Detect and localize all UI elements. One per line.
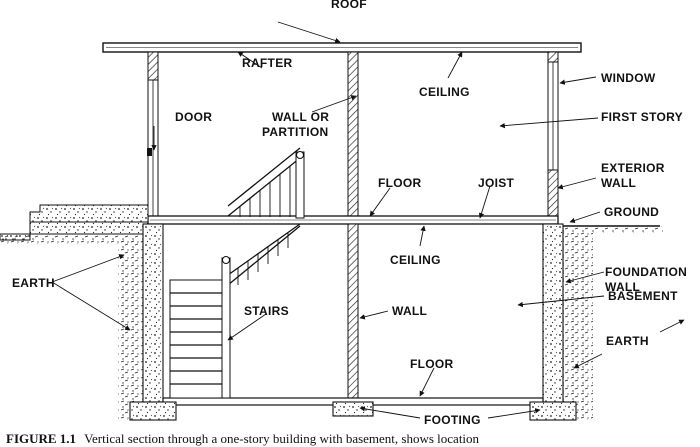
first-floor-slab [147, 215, 559, 225]
roof-slab [102, 42, 582, 53]
basement-wall-center [347, 223, 359, 403]
label-wall: WALL [392, 304, 427, 318]
foundation-wall-left [142, 223, 164, 403]
label-ceiling-upper: CEILING [419, 85, 470, 99]
label-earth-left: EARTH [12, 276, 55, 290]
label-exterior: EXTERIOR [601, 161, 665, 175]
label-first-story: FIRST STORY [601, 110, 683, 124]
leader-lines [51, 21, 685, 419]
caption-text: Vertical section through a one-story bui… [84, 431, 479, 446]
basement-stair-railing [221, 223, 301, 399]
footing-left [129, 401, 177, 421]
label-exterior-wall: WALL [601, 176, 636, 190]
label-wall-or: WALL OR [272, 110, 329, 124]
caption-figure-label: FIGURE 1.1 [6, 431, 76, 446]
ground-left [0, 204, 149, 244]
label-foundation: FOUNDATION [605, 265, 687, 279]
label-floor-upper: FLOOR [378, 176, 422, 190]
label-door: DOOR [175, 110, 212, 124]
label-earth-right: EARTH [606, 334, 649, 348]
label-joist: JOIST [478, 176, 515, 190]
label-stairs: STAIRS [244, 304, 289, 318]
label-basement: BASEMENT [608, 289, 678, 303]
footing-center [332, 401, 374, 417]
ground-right [558, 225, 663, 233]
label-floor-lower: FLOOR [410, 357, 454, 371]
label-rafter: RAFTER [242, 56, 292, 70]
label-ground: GROUND [604, 205, 659, 219]
door-opening [147, 79, 159, 218]
label-footing: FOOTING [424, 413, 481, 427]
earth-right [563, 233, 593, 420]
figure-caption: FIGURE 1.1 Vertical section through a one… [6, 431, 480, 446]
label-roof: ROOF [331, 0, 367, 11]
footing-right [529, 401, 577, 421]
label-partition: PARTITION [262, 125, 328, 139]
upper-stair-railing [227, 147, 305, 219]
earth-left [118, 240, 143, 420]
label-ceiling-lower: CEILING [390, 253, 441, 267]
label-window: WINDOW [601, 71, 656, 85]
basement-stair-treads [169, 279, 223, 399]
window-opening [547, 61, 559, 171]
label-foundation-wall: WALL [605, 280, 640, 294]
foundation-wall-right [542, 223, 564, 403]
center-partition-upper [347, 51, 359, 218]
